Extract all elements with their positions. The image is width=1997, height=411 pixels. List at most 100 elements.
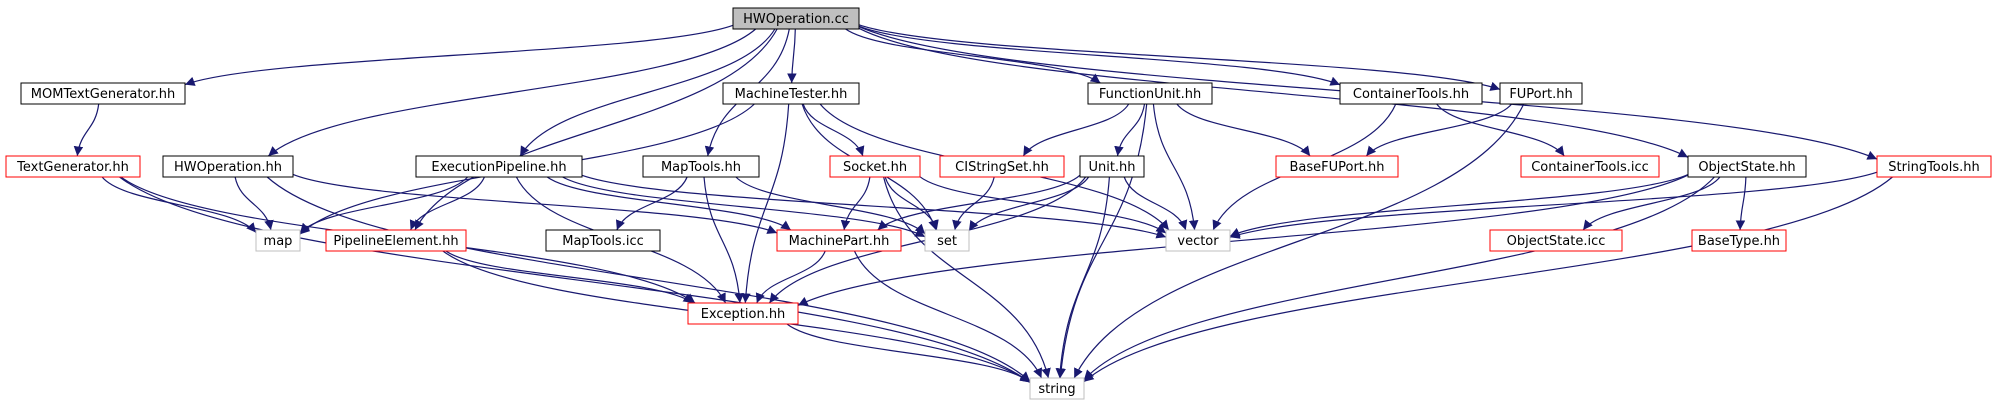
node-string: string [1029,377,1085,400]
node-label: MOMTextGenerator.hh [31,87,175,102]
node-box [162,155,294,178]
node-set: set [924,229,970,252]
node-objstate[interactable]: ObjectState.hh [1687,155,1807,178]
edge-hwop_hh-to-machpart [292,173,778,234]
node-exepipe[interactable]: ExecutionPipeline.hh [415,155,583,178]
node-label: ObjectState.icc [1507,234,1606,249]
node-funit[interactable]: FunctionUnit.hh [1087,82,1213,105]
node-box [1691,229,1787,252]
edge-hwop_cc-to-funit [845,28,1101,84]
node-label: FUPort.hh [1509,87,1572,102]
edge-exception-to-string [786,323,1031,383]
edge-maptools-to-set [735,176,926,235]
node-box [776,229,902,252]
edge-funit-to-basefup [1176,103,1311,157]
edge-hwop_cc-to-hwop_hh [267,28,757,157]
edge-fuport-to-string [1073,103,1525,379]
node-box [1339,82,1483,105]
node-maptools[interactable]: MapTools.hh [642,155,760,178]
node-box [829,155,921,178]
node-basefup[interactable]: BaseFUPort.hh [1275,155,1399,178]
node-box [1687,155,1807,178]
node-label: FunctionUnit.hh [1099,87,1201,102]
edge-funit-to-cistr [1022,103,1130,157]
edge-mtester-to-exception [741,103,790,304]
node-label: MapTools.hh [661,160,741,175]
node-hwop_cc[interactable]: HWOperation.cc [732,7,860,30]
edge-hwop_cc-to-ctools [858,25,1341,86]
edge-funit-to-string [1056,103,1148,379]
edge-machpart-to-string [853,250,1043,379]
edge-unit-to-set [968,176,1090,231]
edge-exepipe-to-set [562,176,926,238]
node-label: vector [1177,234,1219,249]
edge-hwop_cc-to-fuport [858,24,1501,91]
node-machpart[interactable]: MachinePart.hh [776,229,902,252]
node-box [545,229,661,252]
edge-objstate-to-vector [1229,173,1689,237]
node-box [1876,155,1992,178]
node-vector: vector [1165,229,1231,252]
node-box [325,229,467,252]
node-box [732,7,860,30]
edge-textgen-to-map [101,176,257,233]
node-label: ContainerTools.hh [1353,87,1469,102]
node-box [939,155,1065,178]
edge-strtools-to-string [1083,176,1893,383]
node-label: MachinePart.hh [789,234,890,249]
node-fuport[interactable]: FUPort.hh [1499,82,1583,105]
edge-socket-to-string [883,176,1051,379]
edge-objstate-to-string [1083,176,1715,381]
node-objstate_icc[interactable]: ObjectState.icc [1489,229,1623,252]
edge-mtester-to-socket [802,103,865,157]
node-maptools_icc[interactable]: MapTools.icc [545,229,661,252]
node-box [1520,155,1660,178]
edge-objstate-to-objstate_icc [1582,176,1721,231]
edge-hwop_cc-to-pipeel [414,28,778,231]
node-map: map [255,229,301,252]
node-hwop_hh[interactable]: HWOperation.hh [162,155,294,178]
edge-hwop_hh-to-string [266,176,1031,382]
node-momtg[interactable]: MOMTextGenerator.hh [20,82,186,105]
edge-unit-to-machpart [877,174,1081,231]
edge-fuport-to-basefup [1365,103,1513,157]
node-ctools_icc[interactable]: ContainerTools.icc [1520,155,1660,178]
edge-unit-to-string [1055,176,1110,379]
node-strtools[interactable]: StringTools.hh [1876,155,1992,178]
edge-objstate-to-basetype [1735,176,1747,231]
node-mtester[interactable]: MachineTester.hh [722,82,860,105]
edge-machpart-to-exception [755,250,826,304]
edge-maptools-to-exception [703,176,744,304]
node-textgen[interactable]: TextGenerator.hh [5,155,141,178]
node-box [642,155,760,178]
node-exception[interactable]: Exception.hh [687,302,799,325]
node-label: ExecutionPipeline.hh [431,160,566,175]
node-box [1087,82,1213,105]
node-label: MapTools.icc [562,234,644,249]
node-label: BaseType.hh [1698,234,1780,249]
node-label: PipelineElement.hh [333,234,458,249]
edge-socket-to-vector [919,176,1167,234]
node-box [1029,377,1085,400]
node-box [415,155,583,178]
node-unit[interactable]: Unit.hh [1079,155,1145,178]
edge-exepipe-to-machpart [546,176,792,231]
node-box [1165,229,1231,252]
edges-layer [73,24,1893,383]
edge-socket-to-set [884,176,939,231]
node-basetype[interactable]: BaseType.hh [1691,229,1787,252]
node-box [1489,229,1623,252]
node-cistr[interactable]: CIStringSet.hh [939,155,1065,178]
node-label: MachineTester.hh [735,87,848,102]
node-label: HWOperation.hh [174,160,282,175]
edge-exepipe-to-pipeel [409,176,485,231]
node-box [1275,155,1399,178]
node-pipeel[interactable]: PipelineElement.hh [325,229,467,252]
node-label: Socket.hh [843,160,907,175]
node-label: set [937,234,957,249]
edge-hwop_cc-to-objstate [858,27,1689,158]
node-ctools[interactable]: ContainerTools.hh [1339,82,1483,105]
node-socket[interactable]: Socket.hh [829,155,921,178]
